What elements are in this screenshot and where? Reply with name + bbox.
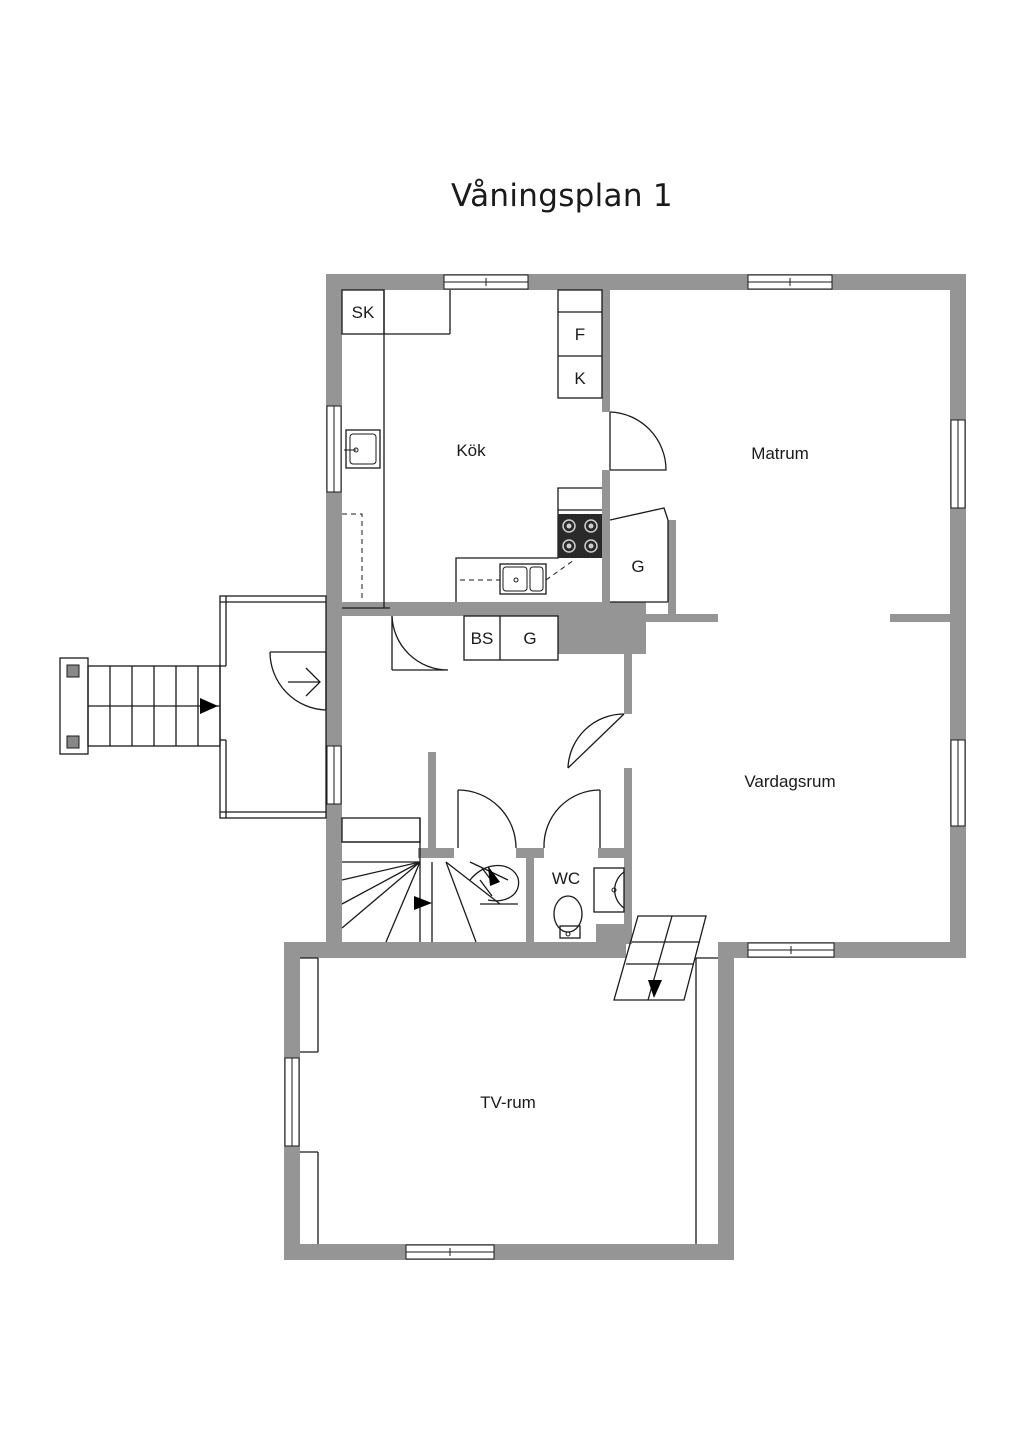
stair-arrow-icon [488,866,500,886]
wall-stair-upper [428,752,436,852]
wardrobe-dining [609,507,669,603]
wall-kitchen-dining-lower [602,470,610,602]
room-label-living: Vardagsrum [744,772,835,791]
door-kitchen-dining [609,411,667,471]
staircase [341,817,520,943]
entrance-porch [59,595,327,819]
room-label-dining: Matrum [751,444,809,463]
room-label-wc: WC [552,869,580,888]
wall-stub-dining [646,614,718,622]
wall-tv-south [284,1244,734,1260]
window [950,739,966,827]
label-bs: BS [471,629,494,648]
wall-wc-top-right [598,848,632,858]
wall-east [950,274,966,958]
room-label-tv: TV-rum [480,1093,536,1112]
wall-north [326,274,966,290]
stair-arrow-icon [414,896,432,910]
door-hall-kitchen [391,615,449,671]
window [326,745,342,805]
label-sk: SK [352,303,375,322]
wall-stub-east [890,614,950,622]
window [326,405,342,493]
floor-plan-title: Våningsplan 1 [451,178,673,214]
labels: SK F K Kök Matrum G BS G Vardagsrum WC T… [352,303,836,1112]
stair-arrow-icon [200,698,218,714]
wall-wardrobe-east [668,520,676,620]
door-hall-living [567,713,625,769]
wall-west [326,274,342,944]
label-freezer: K [574,369,586,388]
doors [269,411,667,849]
window [284,1057,300,1147]
wall-hall-kitchen [342,602,460,616]
window [747,274,833,290]
cellar-stair [613,915,707,1001]
window [443,274,529,290]
room-label-kitchen: Kök [456,441,486,460]
wc-fixtures [553,867,625,939]
stair-arrow-icon [648,980,662,998]
wall-stair-right-top [516,848,534,858]
wall-tv-north [284,942,626,958]
wall-wc-top-left [526,848,544,858]
wall-kitchen-dining-upper [602,290,610,412]
wall-bs-top [456,602,560,616]
window [405,1244,495,1260]
chimney [558,602,646,654]
windows [284,274,966,1260]
door-stair [457,789,517,849]
wall-stair-mid [418,848,454,858]
door-entrance [269,651,327,711]
label-wardrobe-dining: G [631,557,644,576]
kitchen-fixtures [341,289,603,661]
tv-room-details [300,957,718,1244]
label-wardrobe-hall: G [523,629,536,648]
wall-wc-corner [596,924,632,944]
entrance-arrow-icon [288,667,321,697]
label-fridge: F [575,325,585,344]
wall-stair-wc [526,848,534,944]
wall-tv-east [718,942,734,1260]
window [950,419,966,509]
wall-hall-living-upper [624,654,632,714]
walls [284,274,966,1260]
door-wc [543,789,601,849]
window [747,942,835,958]
